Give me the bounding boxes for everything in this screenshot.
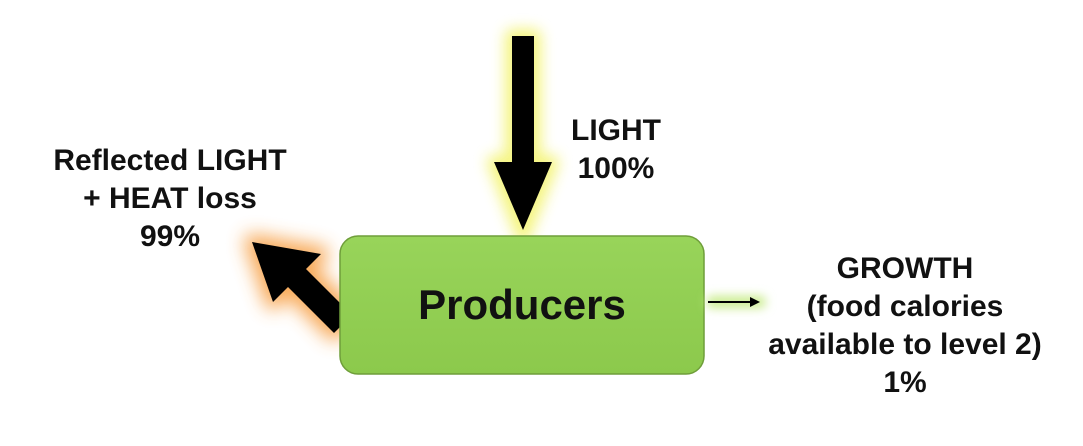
growth-label-line-3: available to level 2) [768, 328, 1042, 361]
light-label: LIGHT 100% [566, 112, 666, 188]
producers-box [339, 235, 705, 375]
light-label-line-1: LIGHT [571, 114, 661, 147]
growth-label-line-1: GROWTH [836, 252, 974, 285]
growth-label-line-4: 1% [883, 366, 927, 399]
light-label-line-2: 100% [577, 152, 655, 185]
reflected-label-line-1: Reflected LIGHT [53, 144, 287, 177]
light-arrow-shape [494, 36, 552, 230]
growth-label-line-2: (food calories [806, 290, 1004, 323]
growth-label: GROWTH (food calories available to level… [740, 250, 1070, 402]
reflected-label-line-3: 99% [139, 220, 201, 253]
heat-arrow-shape [252, 242, 352, 333]
reflected-label-line-2: + HEAT loss [83, 182, 257, 215]
reflected-label: Reflected LIGHT + HEAT loss 99% [30, 142, 310, 256]
light-arrow [487, 29, 559, 243]
growth-arrow [706, 296, 766, 308]
growth-arrow-head [750, 297, 760, 307]
